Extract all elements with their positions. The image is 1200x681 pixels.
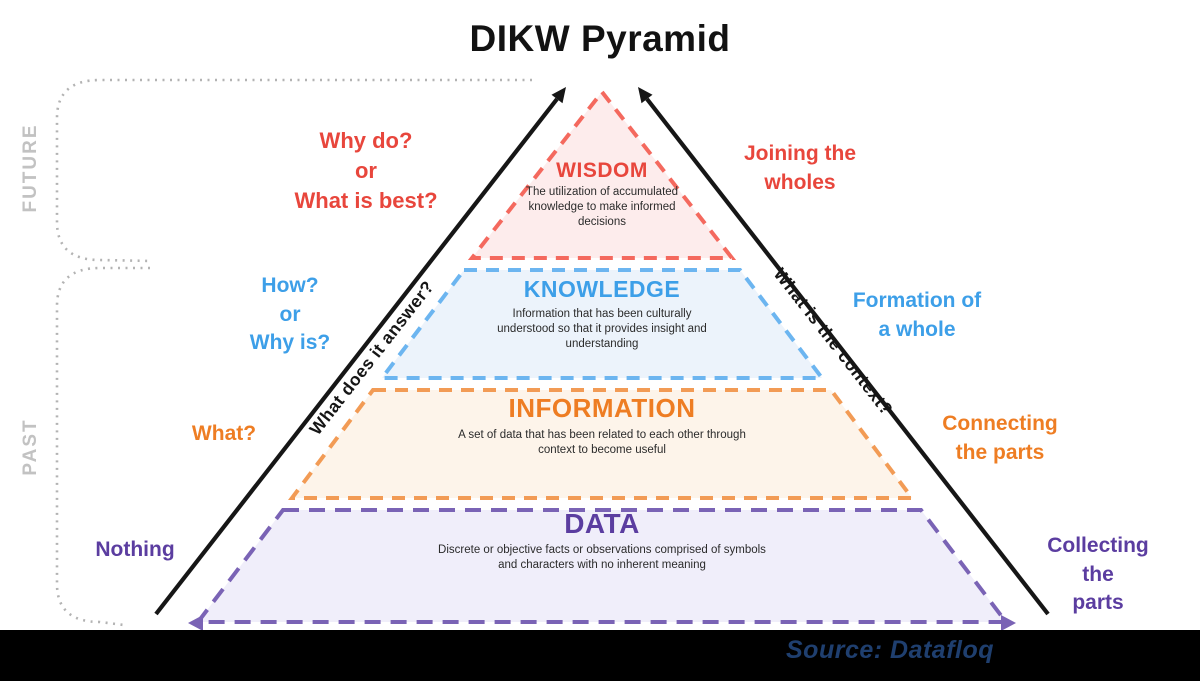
wisdom-shape	[467, 88, 737, 260]
base-arrowhead-right-icon	[1001, 615, 1016, 631]
level-description: Information that has been culturally und…	[497, 308, 707, 351]
source-credit: Source: Datafloq	[786, 636, 995, 664]
knowledge-shape	[377, 268, 827, 380]
process-label-wisdom: Joining the wholes	[744, 142, 856, 194]
question-label-data: Nothing	[95, 538, 175, 561]
base-arrowhead-left-icon	[188, 615, 203, 631]
question-label-knowledge: How? or Why is?	[249, 274, 331, 355]
information-shape	[288, 388, 916, 500]
right-arrow	[645, 97, 1050, 616]
left-arrowhead-icon	[551, 87, 566, 104]
future-bracket	[55, 78, 532, 263]
right-arrowhead-icon	[638, 87, 653, 104]
process-label-knowledge: Formation of a whole	[852, 289, 982, 341]
level-title: WISDOM	[556, 159, 648, 182]
level-wisdom: WISDOM The utilization of accumulated kn…	[523, 159, 681, 230]
left-arrow	[154, 97, 559, 616]
diagram-title: DIKW Pyramid	[469, 18, 731, 59]
level-title: DATA	[564, 508, 640, 539]
level-information: INFORMATION A set of data that has been …	[452, 393, 752, 458]
level-description: The utilization of accumulated knowledge…	[525, 186, 679, 228]
level-data: DATA Discrete or objective facts or obse…	[432, 509, 772, 573]
past-bracket	[55, 266, 150, 627]
data-shape	[193, 508, 1011, 624]
past-label: PAST	[20, 418, 41, 476]
question-label-information: What?	[191, 422, 257, 445]
level-description: Discrete or objective facts or observati…	[438, 544, 766, 572]
level-description: A set of data that has been related to e…	[458, 429, 746, 457]
process-label-data: Collecting the parts	[1047, 534, 1149, 615]
level-title: INFORMATION	[508, 393, 696, 423]
source-bar: Source: Datafloq	[0, 630, 1200, 681]
question-label-wisdom: Why do? or What is best?	[294, 128, 438, 213]
level-title: KNOWLEDGE	[523, 276, 681, 302]
level-knowledge: KNOWLEDGE Information that has been cult…	[496, 277, 708, 352]
process-label-information: Connecting the parts	[942, 412, 1058, 464]
future-label: FUTURE	[20, 123, 41, 213]
